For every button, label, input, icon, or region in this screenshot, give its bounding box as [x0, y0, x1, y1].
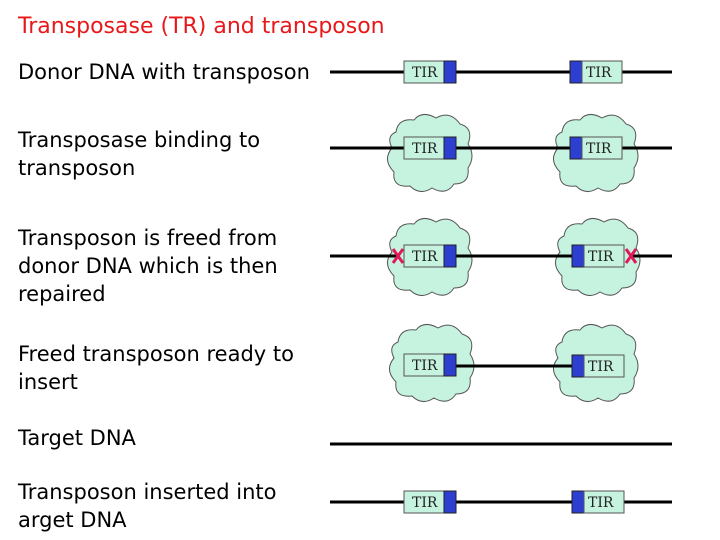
- tir-left: TIR: [403, 136, 457, 160]
- tir-label: TIR: [412, 65, 438, 81]
- row-freed-transposon: TIR TIR: [388, 323, 639, 403]
- tir-label: TIR: [588, 359, 614, 375]
- row-label-target-dna: Target DNA: [18, 426, 136, 450]
- tir-label: TIR: [588, 249, 614, 265]
- tir-right: TIR: [571, 244, 625, 268]
- tir-label: TIR: [586, 65, 612, 81]
- row-transposase-binding: TIR TIR: [330, 113, 672, 193]
- tir-label: TIR: [412, 495, 438, 511]
- cut-mark-icon: [624, 248, 638, 264]
- tir-label: TIR: [412, 358, 438, 374]
- tir-label: TIR: [586, 141, 612, 157]
- tir-right: TIR: [569, 60, 623, 84]
- tir-label: TIR: [412, 249, 438, 265]
- row-donor-dna: TIR TIR: [330, 60, 672, 84]
- tir-right: TIR: [571, 490, 625, 514]
- row-transposon-inserted: TIR TIR: [330, 490, 672, 514]
- tir-left: TIR: [403, 60, 457, 84]
- tir-left: TIR: [403, 244, 457, 268]
- row-label-transposon-inserted: Transposon inserted into arget DNA: [18, 480, 277, 532]
- row-transposon-freed: TIR TIR: [330, 217, 672, 297]
- tir-left: TIR: [403, 490, 457, 514]
- tir-label: TIR: [588, 495, 614, 511]
- cut-mark-icon: [391, 248, 405, 264]
- row-label-transposon-freed: Transposon is freed from donor DNA which…: [18, 226, 278, 306]
- tir-label: TIR: [412, 141, 438, 157]
- row-label-donor-dna: Donor DNA with transposon: [18, 60, 310, 84]
- tir-right: TIR: [569, 136, 623, 160]
- page-title: Transposase (TR) and transposon: [18, 14, 385, 39]
- row-label-freed-transposon: Freed transposon ready to insert: [18, 342, 294, 394]
- row-label-transposase-binding: Transposase binding to transposon: [18, 128, 261, 180]
- tir-left: TIR: [403, 353, 457, 377]
- tir-right: TIR: [571, 354, 625, 378]
